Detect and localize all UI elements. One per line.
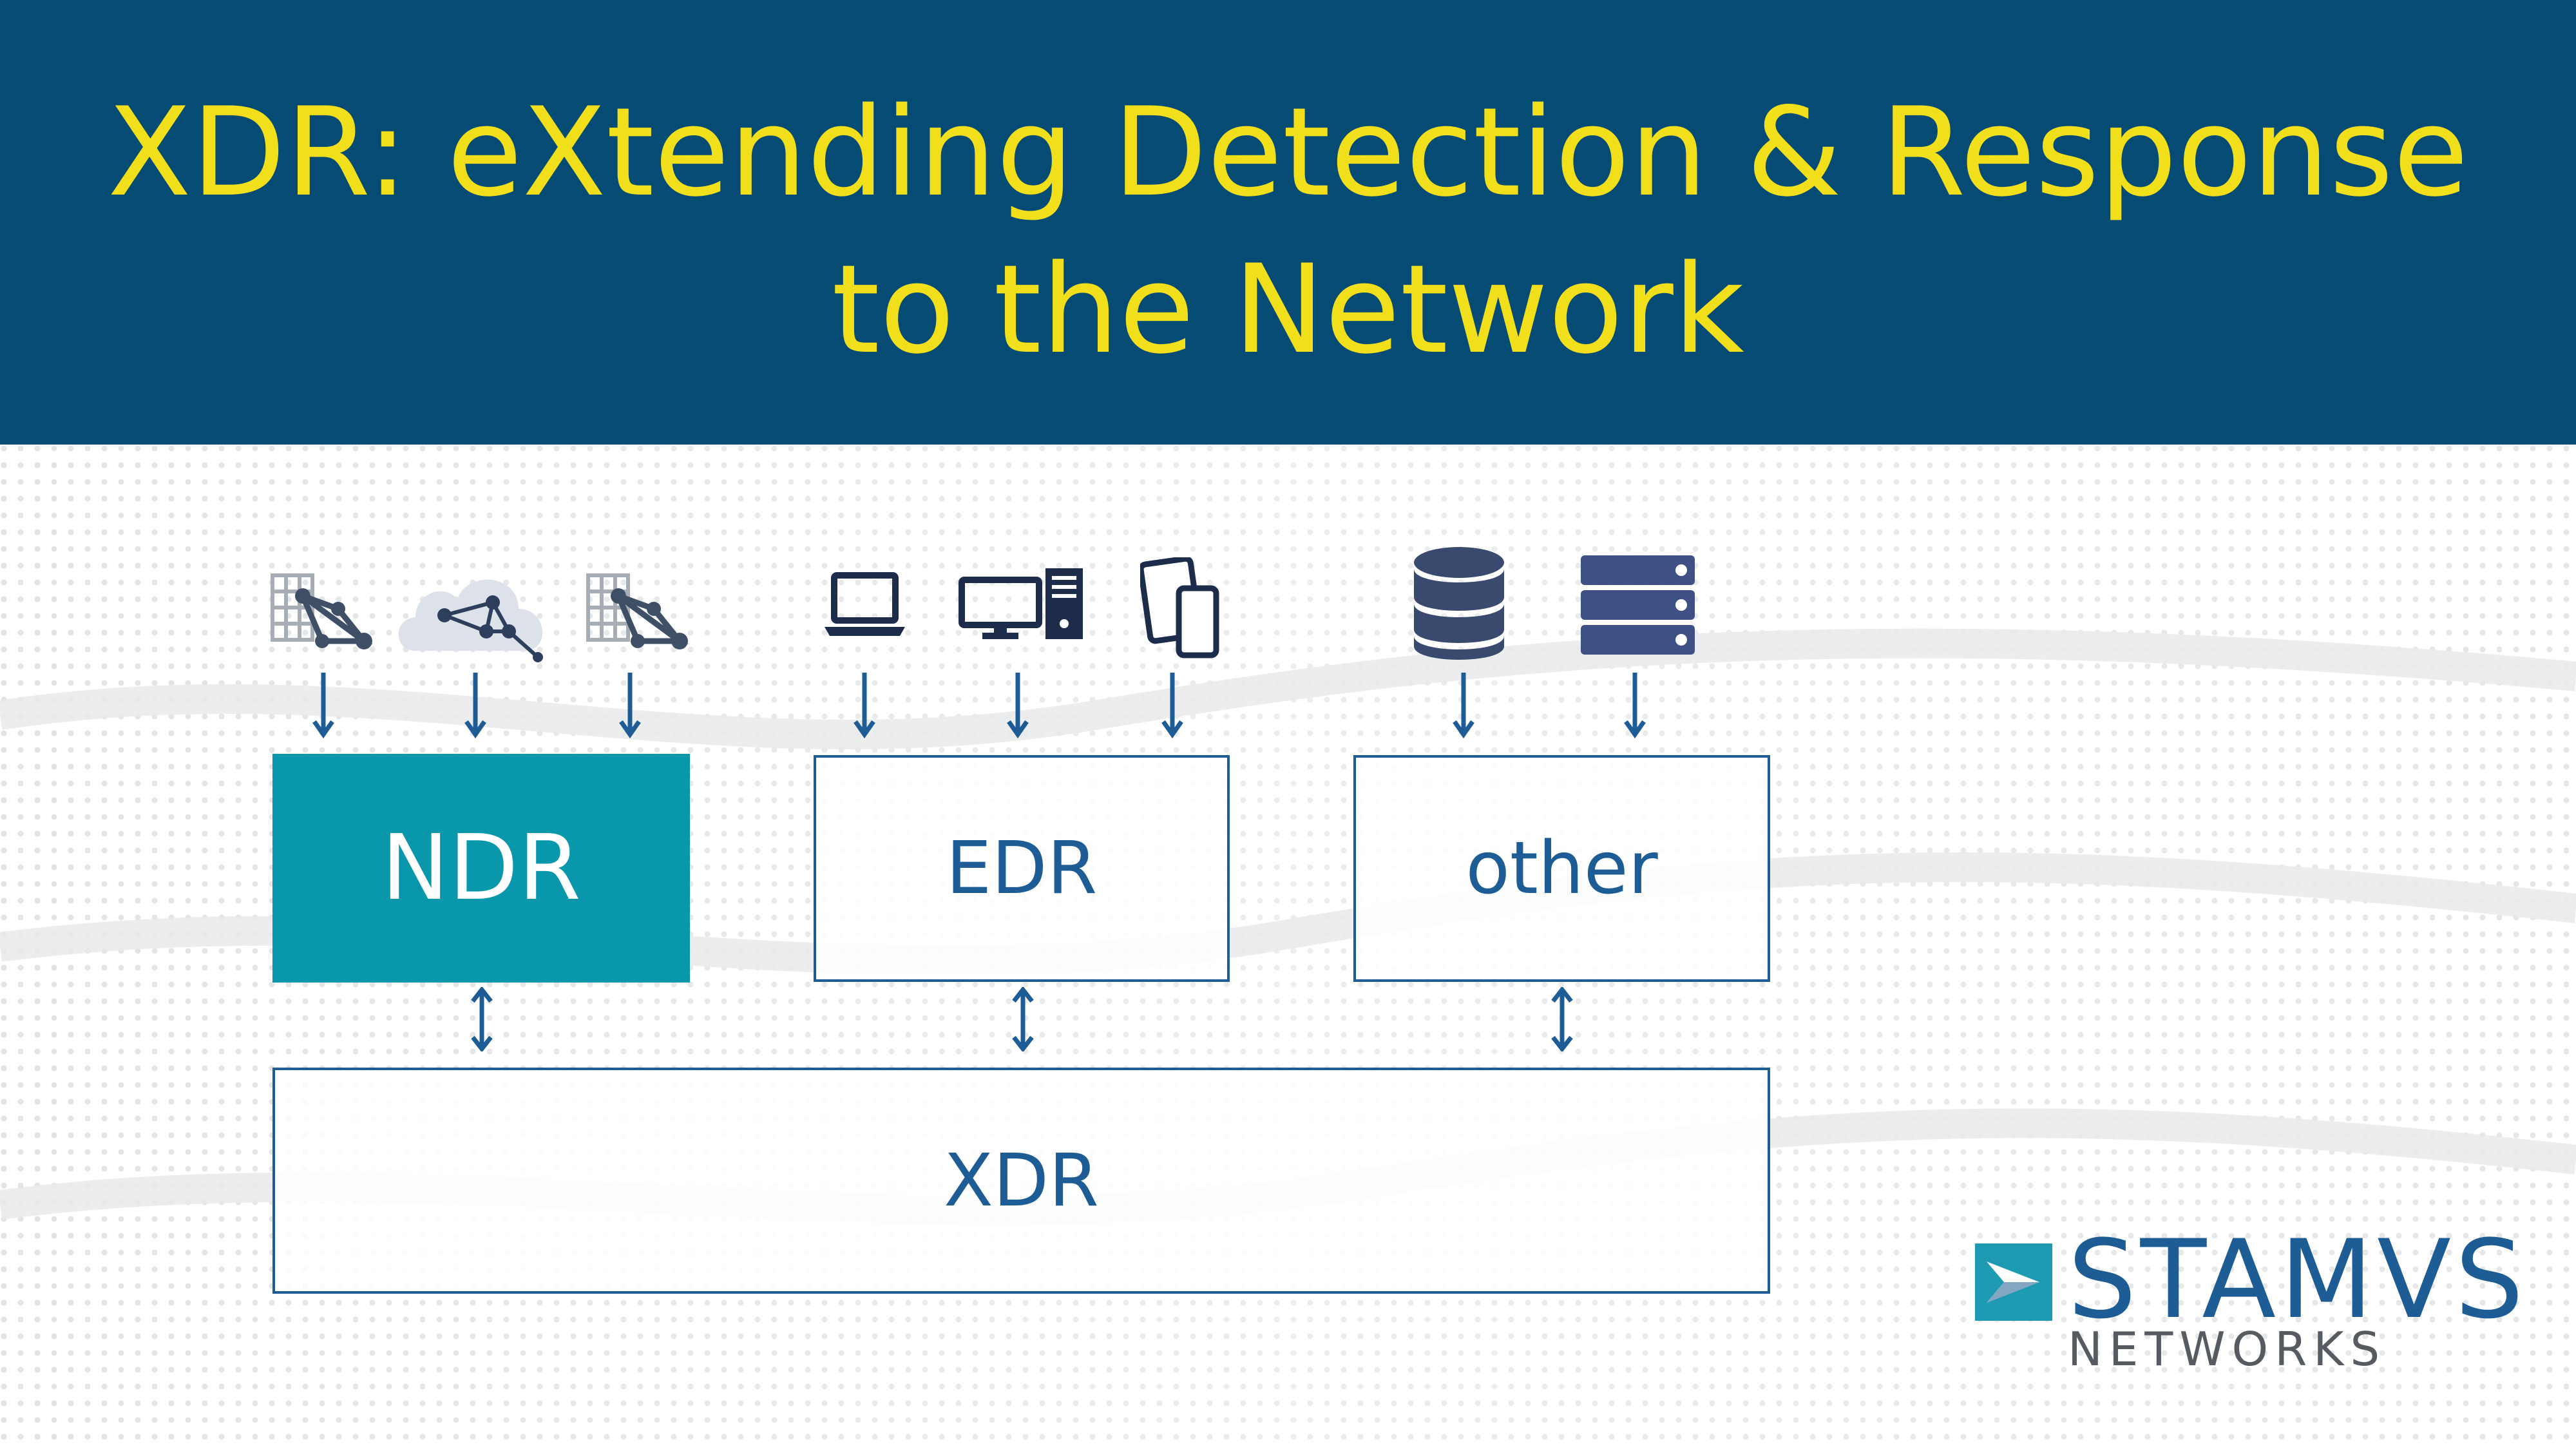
down-arrow bbox=[1161, 673, 1183, 739]
title-line-1: XDR: eXtending Detection & Response bbox=[107, 81, 2469, 224]
down-arrow bbox=[312, 673, 334, 739]
title-line-2: to the Network bbox=[832, 238, 1744, 381]
title-banner: XDR: eXtending Detection & Response to t… bbox=[0, 0, 2576, 445]
logo-wordmark: STAMVS bbox=[2068, 1216, 2528, 1343]
down-arrow bbox=[464, 673, 486, 739]
bidirectional-arrow bbox=[1012, 987, 1034, 1051]
server-rack-icon bbox=[1581, 555, 1695, 655]
bidirectional-arrow bbox=[1551, 987, 1573, 1051]
desktop-computer-icon bbox=[959, 568, 1083, 639]
laptop-icon bbox=[825, 572, 905, 636]
edr-label: EDR bbox=[946, 827, 1098, 910]
down-arrow bbox=[854, 673, 875, 739]
ndr-label: NDR bbox=[381, 816, 581, 921]
stamus-networks-logo: STAMVS NETWORKS bbox=[1975, 1225, 2524, 1376]
down-arrow bbox=[619, 673, 641, 739]
down-arrow bbox=[1624, 673, 1646, 739]
other-box: other bbox=[1353, 755, 1770, 982]
xdr-label: XDR bbox=[944, 1138, 1099, 1223]
logo-subtitle: NETWORKS bbox=[2068, 1322, 2387, 1376]
xdr-box: XDR bbox=[272, 1068, 1770, 1294]
ndr-box: NDR bbox=[272, 754, 690, 983]
cloud-network-icon bbox=[398, 579, 543, 662]
database-icon bbox=[1414, 547, 1504, 660]
network-building-icon bbox=[586, 573, 689, 649]
down-arrow bbox=[1007, 673, 1029, 739]
mobile-devices-icon bbox=[1140, 557, 1219, 658]
edr-box: EDR bbox=[814, 755, 1230, 982]
stamus-logo-mark-icon bbox=[1975, 1243, 2052, 1321]
other-label: other bbox=[1465, 827, 1658, 910]
network-building-icon bbox=[271, 573, 373, 649]
bidirectional-arrow bbox=[471, 987, 493, 1051]
down-arrow bbox=[1453, 673, 1474, 739]
